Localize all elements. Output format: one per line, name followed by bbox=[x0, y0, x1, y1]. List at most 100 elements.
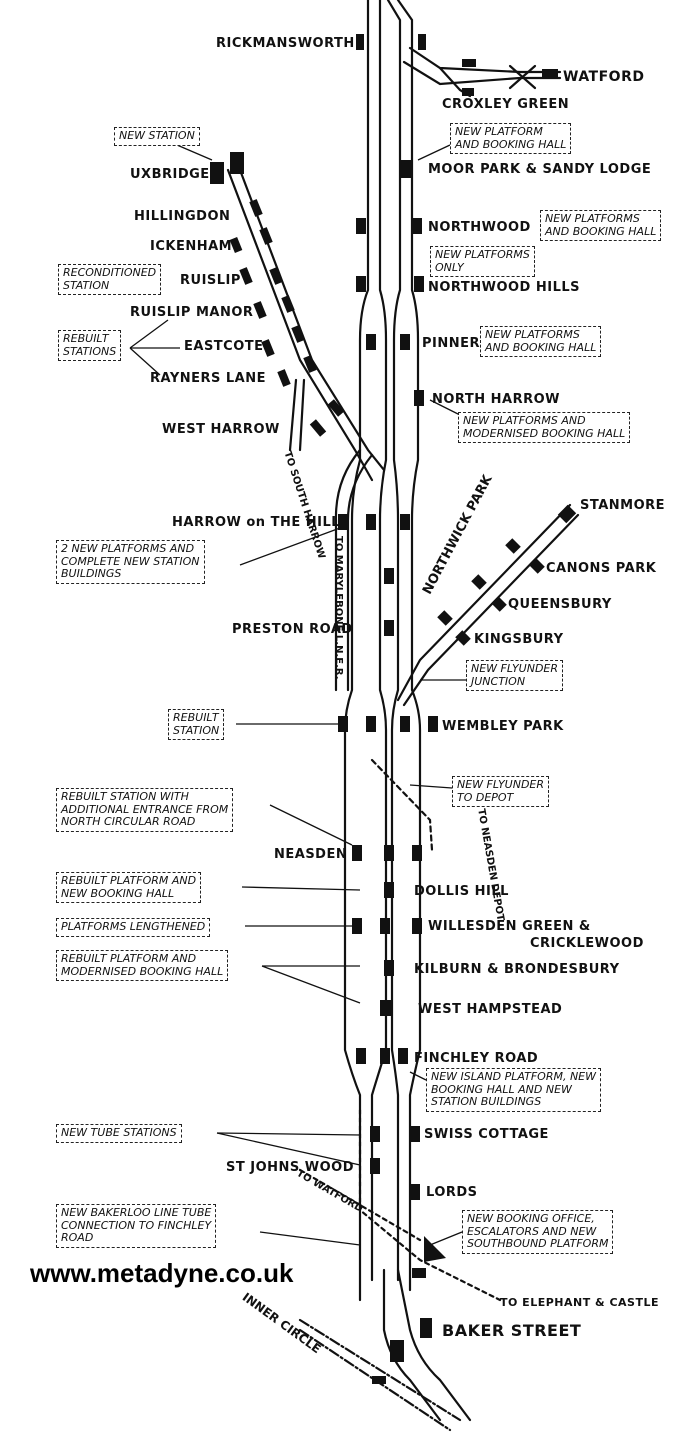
leader-north-harrow bbox=[429, 399, 461, 416]
note-flyunder-depot: NEW FLYUNDER TO DEPOT bbox=[452, 776, 550, 808]
station-baker-street: BAKER STREET bbox=[442, 1321, 582, 1340]
station-dollis-hill: DOLLIS HILL bbox=[414, 884, 509, 899]
platform-eastcote-b bbox=[291, 325, 305, 343]
note-north-harrow: NEW PLATFORMS AND MODERNISED BOOKING HAL… bbox=[458, 412, 631, 444]
station-wembley-park: WEMBLEY PARK bbox=[442, 719, 564, 734]
note-neasden: REBUILT STATION WITH ADDITIONAL ENTRANCE… bbox=[56, 788, 234, 832]
leader-rebuilt-3 bbox=[129, 347, 161, 376]
platform-lords bbox=[410, 1184, 420, 1200]
platform-rickmansworth-2 bbox=[418, 34, 426, 50]
station-eastcote: EASTCOTE bbox=[184, 339, 264, 354]
platform-ruislip-manor-b bbox=[281, 295, 295, 313]
platform-willesden-1 bbox=[352, 918, 362, 934]
platform-neasden-1 bbox=[352, 845, 362, 861]
main-track-east-outer bbox=[396, 0, 422, 1292]
platform-pinner-2 bbox=[400, 334, 410, 350]
watford-cross bbox=[508, 64, 537, 90]
platform-ruislip-manor-a bbox=[253, 301, 267, 319]
platform-west-hampstead bbox=[380, 1000, 392, 1016]
platform-eastcote-a bbox=[261, 339, 275, 357]
note-platforms-only: NEW PLATFORMS ONLY bbox=[430, 246, 535, 278]
platform-baker-5 bbox=[424, 1236, 446, 1262]
platform-hillingdon-a bbox=[249, 199, 263, 217]
station-preston-road: PRESTON ROAD bbox=[232, 622, 353, 637]
note-finchley: NEW ISLAND PLATFORM, NEW BOOKING HALL AN… bbox=[426, 1068, 601, 1112]
platform-northwood-hills-1 bbox=[356, 276, 366, 292]
leader-baker bbox=[429, 1231, 463, 1246]
station-ruislip-manor: RUISLIP MANOR bbox=[130, 305, 254, 320]
stanmore-branch-b bbox=[402, 513, 580, 707]
leader-tube-1 bbox=[216, 1132, 361, 1136]
station-watford: WATFORD bbox=[563, 69, 645, 85]
platform-queensbury-b bbox=[471, 574, 487, 590]
platform-pinner-1 bbox=[366, 334, 376, 350]
note-lengthened: PLATFORMS LENGTHENED bbox=[56, 918, 211, 937]
uxbridge-branch-b bbox=[238, 168, 386, 472]
station-finchley-road: FINCHLEY ROAD bbox=[414, 1051, 539, 1066]
platform-stanmore bbox=[557, 504, 577, 524]
note-flyunder-junction: NEW FLYUNDER JUNCTION bbox=[466, 660, 564, 692]
platform-west-harrow-a bbox=[309, 419, 327, 437]
station-kilburn: KILBURN & BRONDESBURY bbox=[414, 962, 620, 977]
station-ruislip: RUISLIP bbox=[180, 273, 241, 288]
station-west-harrow: WEST HARROW bbox=[162, 422, 280, 437]
station-swiss-cottage: SWISS COTTAGE bbox=[424, 1127, 549, 1142]
platform-neasden-2 bbox=[384, 845, 394, 861]
platform-finchley-3 bbox=[398, 1048, 408, 1064]
note-pinner: NEW PLATFORMS AND BOOKING HALL bbox=[480, 326, 602, 358]
station-moor-park: MOOR PARK & SANDY LODGE bbox=[428, 162, 652, 177]
note-tube-stations: NEW TUBE STATIONS bbox=[56, 1124, 182, 1143]
leader-bakerloo bbox=[259, 1231, 361, 1246]
note-bakerloo: NEW BAKERLOO LINE TUBE CONNECTION TO FIN… bbox=[56, 1204, 217, 1248]
platform-northwood-1 bbox=[356, 218, 366, 234]
platform-northwood-hills-2 bbox=[414, 276, 424, 292]
platform-north-harrow bbox=[414, 390, 424, 406]
platform-northwood-2 bbox=[412, 218, 422, 234]
platform-stjohns bbox=[370, 1158, 380, 1174]
watford-branch-upper bbox=[408, 46, 562, 74]
leader-rebuilt-1 bbox=[129, 319, 169, 349]
station-uxbridge: UXBRIDGE bbox=[130, 167, 210, 182]
leader-flyunder-depot bbox=[409, 784, 453, 789]
watermark: www.metadyne.co.uk bbox=[30, 1258, 294, 1288]
note-kilburn: REBUILT PLATFORM AND MODERNISED BOOKING … bbox=[56, 950, 229, 982]
station-pinner: PINNER bbox=[422, 336, 481, 351]
platform-willesden-3 bbox=[412, 918, 422, 934]
watford-branch-lower bbox=[402, 60, 562, 86]
note-moor-park: NEW PLATFORM AND BOOKING HALL bbox=[450, 123, 572, 155]
platform-canons-a bbox=[529, 558, 545, 574]
platform-dollis bbox=[384, 882, 394, 898]
note-new-station: NEW STATION bbox=[114, 127, 200, 146]
route-to-elephant: TO ELEPHANT & CASTLE bbox=[500, 1296, 659, 1309]
note-rebuilt-station: REBUILT STATION bbox=[168, 709, 225, 741]
note-baker-street: NEW BOOKING OFFICE, ESCALATORS AND NEW S… bbox=[462, 1210, 614, 1254]
platform-neasden-3 bbox=[412, 845, 422, 861]
station-croxley-green: CROXLEY GREEN bbox=[442, 97, 570, 112]
note-rebuilt-stations: REBUILT STATIONS bbox=[58, 330, 122, 362]
platform-moor-park bbox=[400, 160, 412, 178]
station-ickenham: ICKENHAM bbox=[150, 239, 233, 254]
marylebone-track-a bbox=[334, 448, 362, 692]
platform-willesden-2 bbox=[380, 918, 390, 934]
platform-canons-b bbox=[505, 538, 521, 554]
station-st-johns-wood: ST JOHNS WOOD bbox=[226, 1160, 355, 1175]
platform-baker-4 bbox=[372, 1376, 386, 1384]
main-track-east-inner bbox=[386, 0, 402, 1282]
station-west-hampstead: WEST HAMPSTEAD bbox=[418, 1002, 563, 1017]
leader-dollis bbox=[241, 886, 361, 891]
platform-wembley-1 bbox=[338, 716, 348, 732]
inner-circle-track bbox=[298, 1318, 462, 1422]
platform-croxley bbox=[462, 88, 474, 96]
station-rickmansworth: RICKMANSWORTH bbox=[216, 36, 355, 51]
station-north-harrow: NORTH HARROW bbox=[432, 392, 560, 407]
main-track-west-inner bbox=[370, 0, 388, 1282]
station-kingsbury: KINGSBURY bbox=[474, 632, 564, 647]
platform-baker-2 bbox=[420, 1318, 432, 1338]
platform-ickenham bbox=[229, 237, 243, 253]
stanmore-branch-a bbox=[396, 503, 572, 702]
route-to-marylebone: TO MARYLEBONE L.N.E.R. bbox=[333, 536, 344, 680]
platform-uxbridge-2 bbox=[230, 152, 244, 174]
platform-swiss-1 bbox=[370, 1126, 380, 1142]
bakerloo-tube bbox=[358, 1108, 502, 1302]
